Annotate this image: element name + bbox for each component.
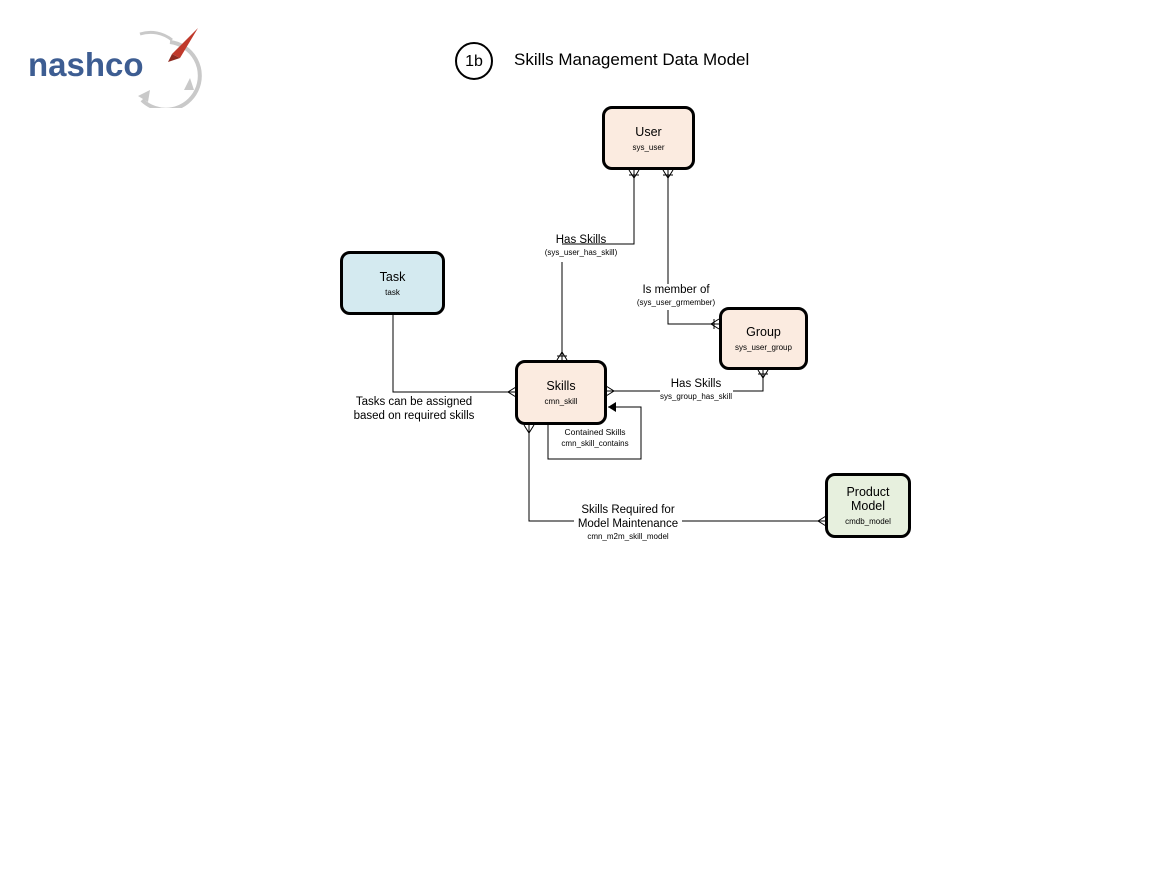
rel-label: Contained Skills — [564, 427, 626, 437]
entity-name: Task — [379, 269, 406, 284]
contained-skills-line — [547, 406, 642, 460]
entity-product-model: Product Model cmdb_model — [825, 473, 911, 538]
entity-name: Group — [746, 325, 781, 339]
rel-label-line1: Tasks can be assigned — [355, 396, 473, 408]
page-title: Skills Management Data Model — [514, 50, 750, 69]
group-has-skills-line — [733, 370, 764, 392]
entity-table: cmdb_model — [845, 517, 891, 526]
entity-name: User — [635, 124, 662, 139]
rel-label: Has Skills — [555, 234, 607, 246]
rel-label-line1: Skills Required for — [581, 504, 675, 516]
entity-user: User sys_user — [602, 106, 695, 170]
entity-name: Skills — [546, 379, 576, 393]
rel-member-of: Is member of (sys_user_grmember) — [621, 283, 731, 308]
nashco-logo: nashco — [22, 28, 212, 108]
diagram-number-badge: 1b — [455, 42, 493, 80]
entity-group: Group sys_user_group — [719, 307, 808, 370]
rel-task-skills: Tasks can be assigned based on required … — [338, 395, 490, 423]
entity-table: sys_user_group — [735, 343, 792, 352]
entity-table: sys_user — [632, 142, 665, 152]
rel-label: Has Skills — [670, 378, 722, 390]
rel-table: (sys_user_has_skill) — [544, 248, 618, 257]
entity-task: Task task — [340, 251, 445, 315]
logo-swoosh-icon — [138, 28, 202, 108]
rel-table: (sys_user_grmember) — [636, 298, 716, 307]
rel-model-skills: Skills Required for Model Maintenance cm… — [563, 503, 693, 542]
rel-group-has-skills: Has Skills sys_group_has_skill — [641, 377, 751, 402]
entity-skills: Skills cmn_skill — [515, 360, 607, 425]
entity-table: task — [385, 287, 400, 297]
entity-name-line2: Model — [850, 499, 886, 513]
rel-label-line2: Model Maintenance — [577, 518, 679, 530]
rel-user-has-skills: Has Skills (sys_user_has_skill) — [526, 233, 636, 258]
rel-label-line2: based on required skills — [353, 410, 475, 422]
logo-text: nashco — [28, 46, 144, 83]
rel-table: sys_group_has_skill — [659, 392, 733, 401]
rel-table: cmn_skill_contains — [561, 439, 629, 448]
entity-name-line1: Product — [846, 485, 890, 499]
rel-table: cmn_m2m_skill_model — [587, 532, 669, 541]
rel-contained-skills: Contained Skills cmn_skill_contains — [551, 427, 639, 449]
user-has-skills-line — [562, 170, 635, 245]
task-skills-line — [392, 315, 516, 393]
rel-label: Is member of — [642, 284, 710, 296]
model-skills-line — [528, 425, 574, 522]
entity-table: cmn_skill — [544, 397, 578, 406]
